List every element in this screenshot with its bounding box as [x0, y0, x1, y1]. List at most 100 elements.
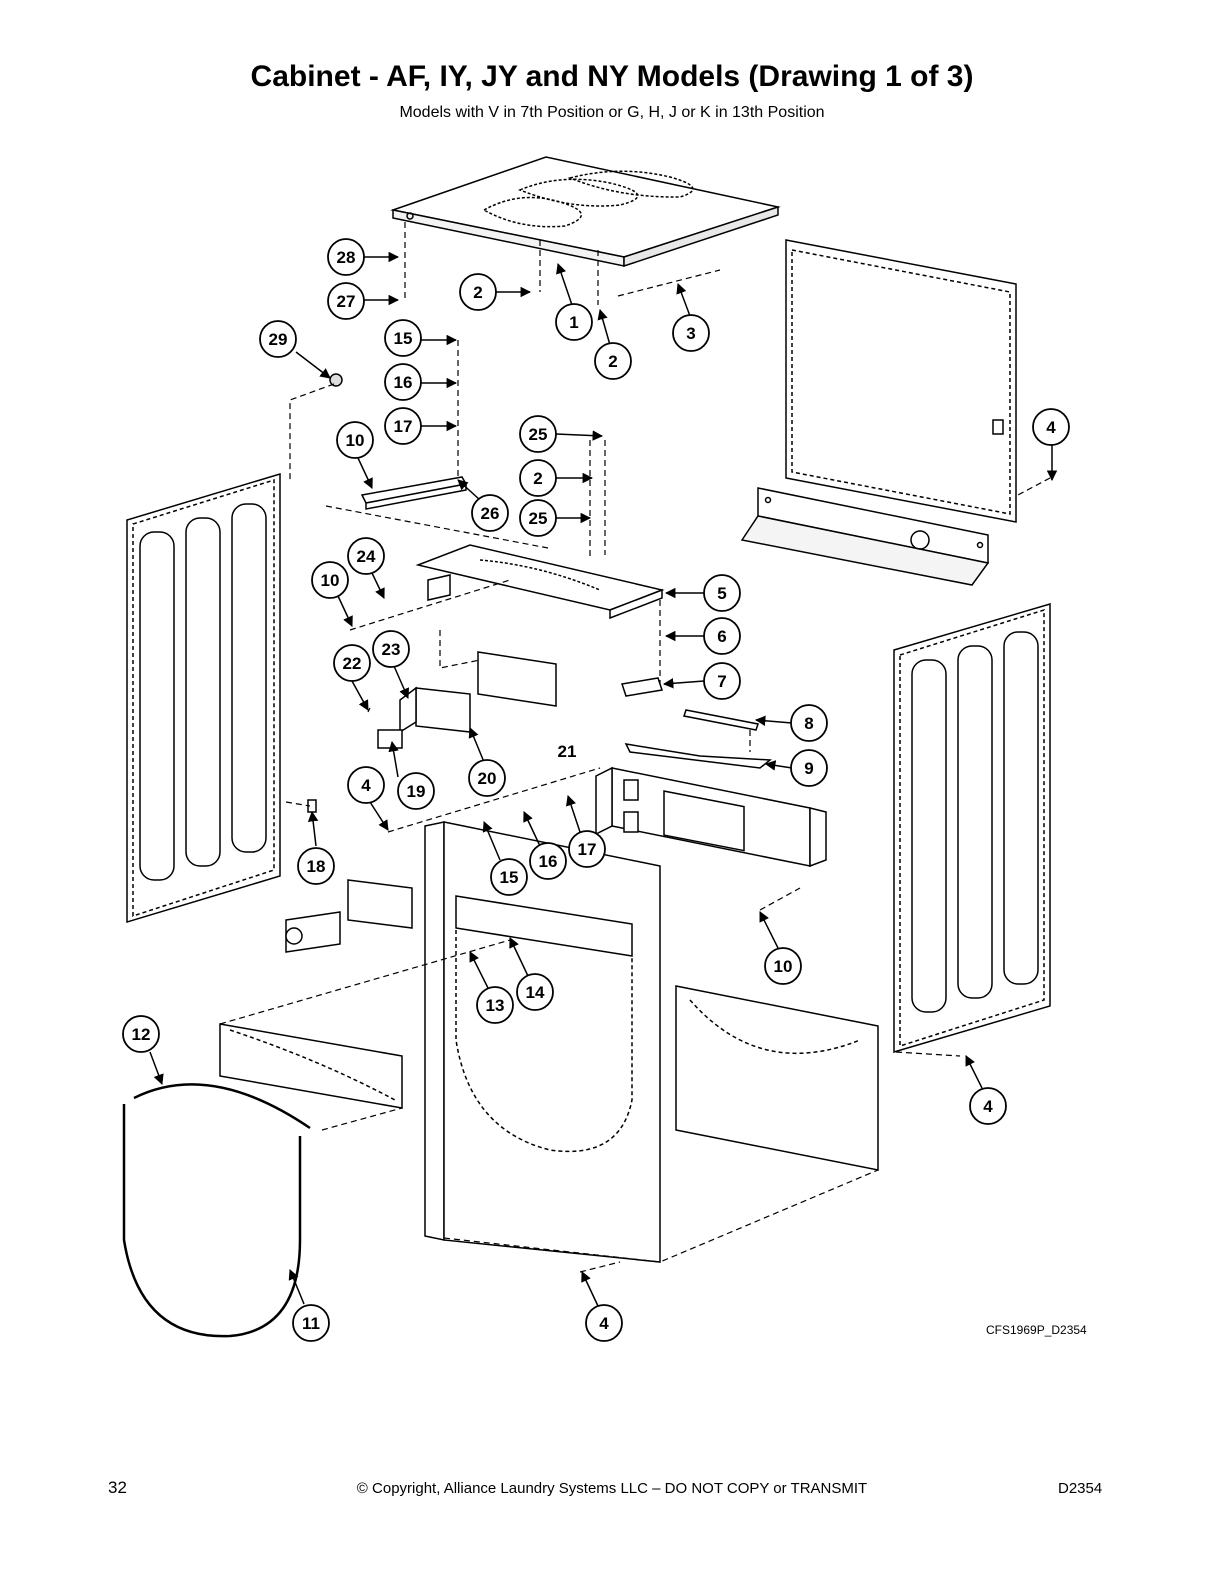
callout-10: 10 [336, 421, 374, 459]
control-panel [595, 766, 827, 868]
copyright-notice: © Copyright, Alliance Laundry Systems LL… [356, 1480, 868, 1497]
callout-18: 18 [297, 847, 335, 885]
callout-25: 25 [519, 415, 557, 453]
callout-20: 20 [468, 759, 506, 797]
callout-26: 26 [471, 494, 509, 532]
callout-label: 2 [533, 469, 542, 488]
callout-9: 9 [790, 749, 828, 787]
small-components [285, 373, 413, 953]
callout-29: 29 [259, 320, 297, 358]
top-panel [390, 156, 781, 268]
callout-10: 10 [311, 561, 349, 599]
callout-label: 25 [529, 425, 548, 444]
door-seal [122, 1083, 311, 1338]
callout-label: 19 [407, 782, 426, 801]
callout-label: 2 [608, 352, 617, 371]
callout-label: 24 [357, 547, 376, 566]
callout-2: 2 [594, 342, 632, 380]
control-board-assembly [377, 651, 557, 749]
callout-label: 1 [569, 313, 578, 332]
callout-label: 17 [394, 417, 413, 436]
drawing-code: CFS1969P_D2354 [986, 1323, 1087, 1337]
callout-4: 4 [585, 1304, 623, 1342]
callout-label: 25 [529, 509, 548, 528]
callout-label: 15 [500, 868, 519, 887]
top-rail [360, 476, 468, 510]
callout-25: 25 [519, 499, 557, 537]
callout-label: 26 [481, 504, 500, 523]
callout-label: 4 [361, 776, 371, 795]
page-subtitle: Models with V in 7th Position or G, H, J… [399, 104, 825, 121]
callout-label: 11 [302, 1314, 320, 1333]
small-parts [621, 677, 772, 769]
callout-2: 2 [459, 273, 497, 311]
callout-15: 15 [490, 858, 528, 896]
callout-label: 7 [717, 672, 726, 691]
callout-22: 22 [333, 644, 371, 682]
front-panel [424, 821, 661, 1263]
base-frame [675, 985, 879, 1171]
callout-label: 10 [774, 957, 793, 976]
callout-label: 9 [804, 759, 813, 778]
callout-label: 27 [337, 292, 356, 311]
callout-24: 24 [347, 537, 385, 575]
callout-label: 16 [539, 852, 558, 871]
callout-label: 3 [686, 324, 695, 343]
callout-11: 11 [292, 1304, 330, 1342]
callout-label: 29 [269, 330, 288, 349]
callout-label: 18 [307, 857, 326, 876]
callout-2: 2 [519, 459, 557, 497]
callout-label: 22 [343, 654, 362, 673]
callout-label: 28 [337, 248, 356, 267]
rear-panel [785, 239, 1017, 523]
callout-4: 4 [969, 1087, 1007, 1125]
callout-14: 14 [516, 973, 554, 1011]
callout-label: 5 [717, 584, 726, 603]
callout-label: 8 [804, 714, 813, 733]
callout-10: 10 [764, 947, 802, 985]
callout-16: 16 [529, 842, 567, 880]
reference-label-21: 21 [558, 742, 577, 761]
callout-17: 17 [384, 407, 422, 445]
callout-label: 4 [983, 1097, 993, 1116]
callout-4: 4 [1032, 408, 1070, 446]
right-side-panel [893, 602, 1051, 1054]
callout-label: 17 [578, 840, 597, 859]
callout-8: 8 [790, 704, 828, 742]
callout-7: 7 [703, 662, 741, 700]
callout-label: 12 [132, 1025, 151, 1044]
left-side-panel [126, 472, 281, 924]
callout-23: 23 [372, 630, 410, 668]
callout-27: 27 [327, 282, 365, 320]
callout-label: 2 [473, 283, 482, 302]
callout-label: 4 [599, 1314, 609, 1333]
page-title: Cabinet - AF, IY, JY and NY Models (Draw… [250, 60, 974, 93]
page-number: 32 [108, 1478, 127, 1497]
callout-16: 16 [384, 363, 422, 401]
callout-label: 15 [394, 329, 413, 348]
callout-label: 20 [478, 769, 497, 788]
callout-label: 4 [1046, 418, 1056, 437]
callout-label: 16 [394, 373, 413, 392]
top-bracket [415, 544, 665, 620]
callout-label: 10 [346, 431, 365, 450]
document-code: D2354 [1058, 1480, 1103, 1497]
callout-28: 28 [327, 238, 365, 276]
callout-15: 15 [384, 319, 422, 357]
callout-12: 12 [122, 1015, 160, 1053]
callout-label: 13 [486, 996, 505, 1015]
rear-bracket [740, 487, 990, 586]
callout-circles: 1222344445678910101011121314151516161717… [122, 238, 1070, 1342]
callout-6: 6 [703, 617, 741, 655]
callout-3: 3 [672, 314, 710, 352]
callout-13: 13 [476, 986, 514, 1024]
callout-19: 19 [397, 772, 435, 810]
callout-5: 5 [703, 574, 741, 612]
callout-1: 1 [555, 303, 593, 341]
callout-17: 17 [568, 830, 606, 868]
callout-label: 14 [526, 983, 545, 1002]
callout-arrows [149, 251, 1058, 1307]
callout-4: 4 [347, 766, 385, 804]
callout-label: 10 [321, 571, 340, 590]
